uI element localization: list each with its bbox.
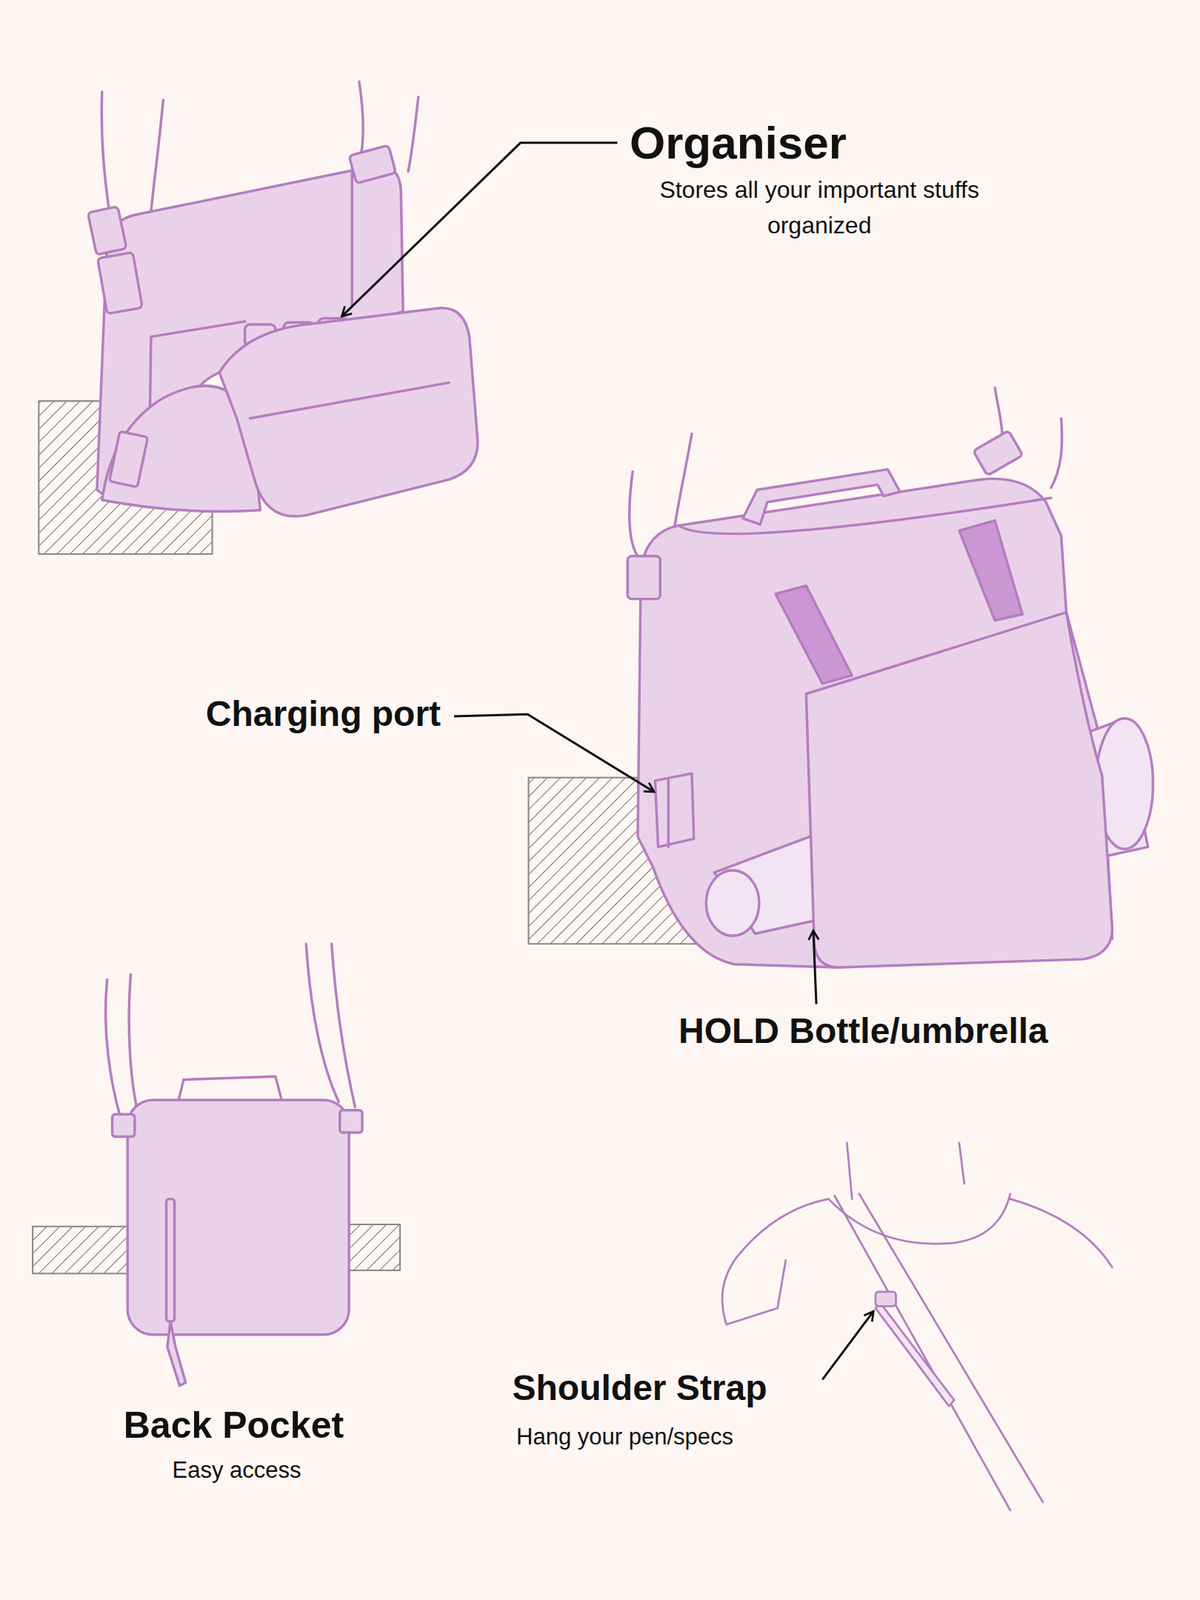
strap-figure (722, 1142, 1113, 1511)
bag-figure-side (528, 387, 1154, 967)
callout-note: Stores all your important stuffs organiz… (611, 171, 1027, 243)
bag-figure-back (32, 943, 400, 1386)
leader-arrows (341, 142, 874, 1380)
callout-title: Organiser (629, 115, 847, 171)
callout-note: Hang your pen/specs (516, 1422, 734, 1451)
callout-note: Easy access (172, 1456, 302, 1484)
bag-figure-organiser (38, 81, 478, 555)
callout-title: Shoulder Strap (512, 1366, 768, 1410)
callout-title: HOLD Bottle/umbrella (678, 1009, 1049, 1053)
callout-title: Back Pocket (123, 1402, 344, 1448)
callout-title: Charging port (205, 692, 441, 736)
